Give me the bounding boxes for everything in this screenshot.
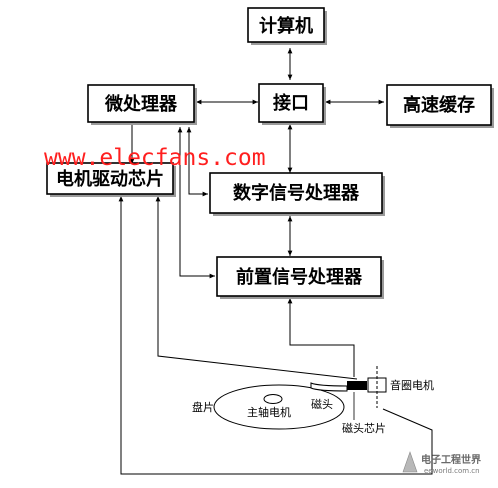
spindle-hub [263,394,283,404]
voice-coil-motor-label: 音圈电机 [390,378,434,392]
head-arm [310,382,348,392]
link-driver-vcm [118,196,433,475]
head-label: 磁头 [311,398,333,411]
link-preamp-headchip [287,298,355,377]
platter [213,384,345,430]
logo-mark-icon [402,451,418,473]
logo-title: 电子工程世界 [421,453,481,466]
spindle-motor-label: 主轴电机 [247,405,291,419]
box-microprocessor: 微处理器 [87,84,197,125]
microprocessor-label: 微处理器 [104,93,178,115]
box-cache: 高速缓存 [386,84,494,128]
head-chip-label: 磁头芯片 [342,421,386,435]
box-motor-driver: 电机驱动芯片 [46,162,176,197]
interface-label: 接口 [273,92,309,114]
motor-driver-label: 电机驱动芯片 [56,168,164,190]
link-microprocessor-preamp [177,127,215,279]
disk-assembly: 盘片 主轴电机 磁头 磁头芯片 音圈电机 [192,366,434,435]
box-preamp: 前置信号处理器 [216,256,384,299]
box-dsp: 数字信号处理器 [209,172,385,216]
box-computer: 计算机 [247,7,327,45]
box-interface: 接口 [258,83,326,125]
eeworld-logo: 电子工程世界 eeworld.com.cn [402,451,481,475]
voice-coil-motor [367,377,387,393]
computer-label: 计算机 [259,15,313,37]
head-chip [347,381,367,390]
platter-label: 盘片 [192,400,214,414]
link-driver-head [155,196,358,380]
watermark-text: www.elecfans.com [44,145,266,171]
dsp-label: 数字信号处理器 [233,182,360,204]
cache-label: 高速缓存 [403,94,475,116]
logo-subtitle: eeworld.com.cn [424,467,480,475]
connections [118,48,433,475]
preamp-label: 前置信号处理器 [236,266,363,288]
